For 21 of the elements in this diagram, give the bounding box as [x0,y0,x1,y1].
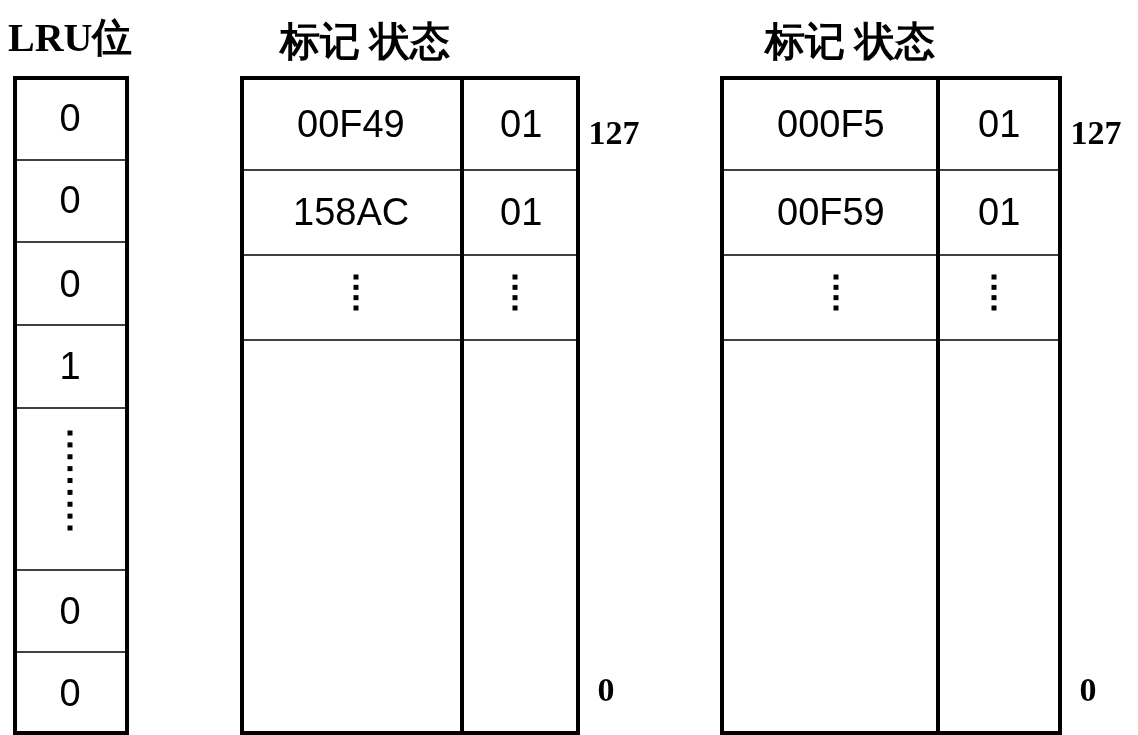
table-cell: 0 [59,592,81,630]
table-cell: 000F5 [777,105,885,143]
table-cell: 0 [59,99,81,137]
table-cell: 01 [978,193,1021,231]
column-heading: 标记 状态 [280,22,450,62]
table-cell: 00F49 [297,105,405,143]
table-cell: 00F59 [777,193,885,231]
table-cell: 1 [59,347,81,385]
table-cell: 01 [500,105,543,143]
column-heading: 标记 状态 [765,22,935,62]
table-cell: 01 [500,193,543,231]
table-cell: 158AC [293,193,410,231]
row-number: 127 [588,116,640,150]
row-number: 127 [1070,116,1122,150]
table-cell: 01 [978,105,1021,143]
table-cell: 0 [59,265,81,303]
row-number: 0 [597,673,615,707]
row-number: 0 [1079,673,1097,707]
column-heading: LRU位 [8,18,133,58]
table-cell: 0 [59,181,81,219]
table-cell: 0 [59,674,81,712]
